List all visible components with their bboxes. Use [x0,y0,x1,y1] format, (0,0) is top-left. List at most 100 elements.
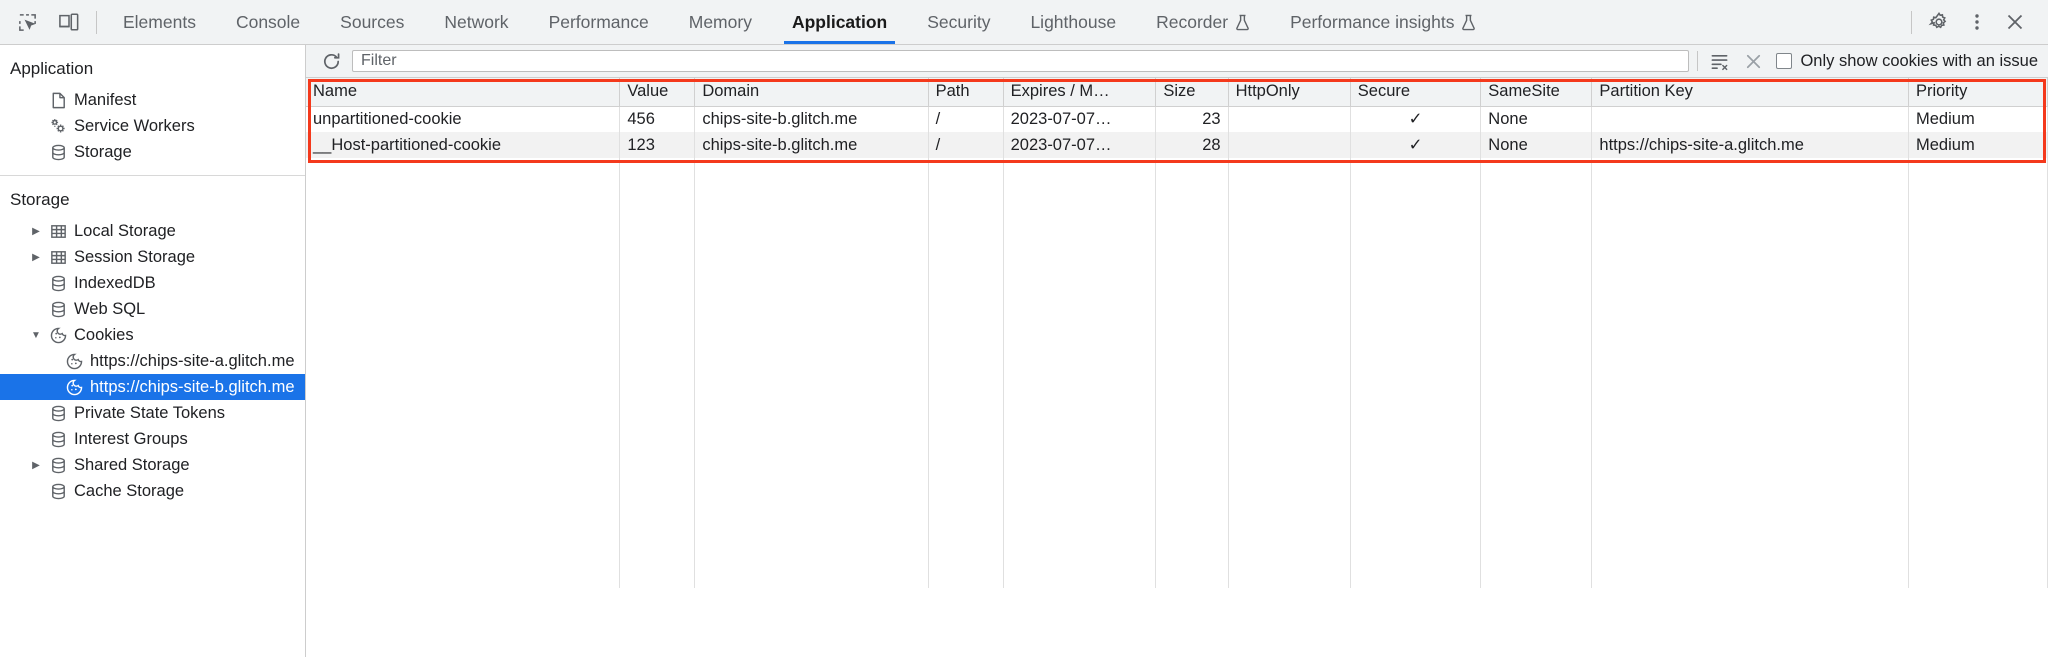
sidebar-item-label: Private State Tokens [74,403,226,422]
sidebar-item-indexeddb[interactable]: ▶IndexedDB [0,270,305,296]
filler-cell [928,158,1004,588]
chevron-right-icon[interactable]: ▶ [32,251,40,263]
cell-httponly [1228,132,1351,158]
column-header-value[interactable]: Value [619,78,696,107]
tab-memory[interactable]: Memory [669,0,772,44]
database-icon [46,430,70,449]
sidebar-item-label: Web SQL [74,299,146,318]
sidebar-item-label: https://chips-site-a.glitch.me [90,351,295,370]
tab-network[interactable]: Network [424,0,528,44]
tab-recorder[interactable]: Recorder [1136,0,1270,44]
column-header-name[interactable]: Name [306,78,621,107]
cookies-filter-toolbar: Only show cookies with an issue [306,45,2048,78]
chevron-right-icon[interactable]: ▶ [32,225,40,237]
column-header-secure[interactable]: Secure [1350,78,1482,107]
cell-secure: ✓ [1350,106,1482,132]
cell-size: 23 [1155,106,1229,132]
tab-label: Elements [123,11,196,32]
column-header-partition-key[interactable]: Partition Key [1591,78,1910,107]
table-grid-icon [46,222,70,241]
tab-security[interactable]: Security [907,0,1010,44]
sidebar-item-session-storage[interactable]: ▶ Session Storage [0,244,305,270]
sidebar-item-label: Service Workers [74,116,195,135]
cell-expires-m: 2023-07-07… [1003,132,1157,158]
tab-label: Security [927,11,991,32]
column-header-path[interactable]: Path [928,78,1004,107]
sidebar-item-https-chips-site-a-glitch-me[interactable]: ▶https://chips-site-a.glitch.me [0,348,305,374]
table-grid-icon [46,248,70,267]
tab-lighthouse[interactable]: Lighthouse [1010,0,1136,44]
more-vertical-icon[interactable] [1960,5,1994,39]
sidebar-item-label: Session Storage [74,247,196,266]
filler-cell [306,158,621,588]
column-header-samesite[interactable]: SameSite [1480,78,1593,107]
database-icon [46,456,70,475]
sidebar-item-manifest[interactable]: ▶Manifest [0,87,305,113]
tab-console[interactable]: Console [216,0,320,44]
device-toolbar-icon[interactable] [56,9,82,35]
filler-cell [1155,158,1229,588]
column-header-domain[interactable]: Domain [694,78,929,107]
tab-elements[interactable]: Elements [103,0,216,44]
sidebar-item-cookies[interactable]: ▼Cookies [0,322,305,348]
sidebar-item-label: Local Storage [74,221,176,240]
sidebar-list-storage: ▶Local Storage▶Session Storage▶IndexedDB… [0,218,305,504]
clear-filtered-cookies-icon[interactable] [1706,48,1732,74]
only-show-issues-label: Only show cookies with an issue [1800,51,2038,70]
tab-sources[interactable]: Sources [320,0,424,44]
only-show-issues-checkbox[interactable]: Only show cookies with an issue [1774,52,2038,71]
sidebar-item-private-state-tokens[interactable]: ▶Private State Tokens [0,400,305,426]
sidebar-item-label: Interest Groups [74,429,188,448]
sidebar-item-storage[interactable]: ▶Storage [0,139,305,165]
cell-secure: ✓ [1350,132,1482,158]
cell-domain: chips-site-b.glitch.me [694,106,929,132]
sidebar-item-label: IndexedDB [74,273,156,292]
gear-icon[interactable] [1922,5,1956,39]
sidebar-item-web-sql[interactable]: ▶Web SQL [0,296,305,322]
close-icon[interactable] [1998,5,2032,39]
sidebar-list-application: ▶Manifest▶Service Workers▶Storage [0,87,305,165]
inspect-element-icon[interactable] [14,9,40,35]
chevron-right-icon[interactable]: ▶ [32,459,40,471]
tab-label: Lighthouse [1030,11,1117,32]
sidebar-item-cache-storage[interactable]: ▶Cache Storage [0,478,305,504]
tabbar-right-controls [1907,0,2048,44]
clear-all-cookies-icon[interactable] [1740,48,1766,74]
column-header-expires-m[interactable]: Expires / M… [1003,78,1157,107]
tab-performance[interactable]: Performance [529,0,669,44]
cookies-panel: Only show cookies with an issue NameValu… [306,45,2048,657]
sidebar-item-interest-groups[interactable]: ▶Interest Groups [0,426,305,452]
sidebar-item-service-workers[interactable]: ▶Service Workers [0,113,305,139]
column-header-httponly[interactable]: HttpOnly [1228,78,1351,107]
chevron-down-icon[interactable]: ▼ [31,329,41,341]
tab-label: Console [235,11,301,32]
sidebar-section-storage: Storage ▶Local Storage▶Session Storage▶I… [0,176,305,514]
sidebar-item-local-storage[interactable]: ▶ Local Storage [0,218,305,244]
sidebar-section-title-application: Application [10,59,94,78]
tab-performance-insights[interactable]: Performance insights [1270,0,1496,44]
tab-application[interactable]: Application [772,0,907,44]
cell-value: 456 [619,106,696,132]
tab-label: Recorder [1156,11,1229,32]
database-icon [46,404,70,423]
column-header-size[interactable]: Size [1155,78,1229,107]
experimental-flask-icon [1235,14,1250,31]
filler-cell [1591,158,1910,588]
sidebar-item-https-chips-site-b-glitch-me[interactable]: ▶https://chips-site-b.glitch.me [0,374,305,400]
filter-input[interactable] [352,50,1690,72]
refresh-icon[interactable] [318,48,344,74]
sidebar-item-shared-storage[interactable]: ▶Shared Storage [0,452,305,478]
filler-cell [619,158,696,588]
checkbox-box[interactable] [1776,53,1793,69]
column-header-priority[interactable]: Priority [1908,78,2048,107]
database-icon [46,482,70,501]
sidebar-item-label: Manifest [74,90,137,109]
application-sidebar: Application ▶Manifest▶Service Workers▶St… [0,45,306,657]
cell-samesite: None [1480,106,1593,132]
cell-partition-key [1591,106,1910,132]
